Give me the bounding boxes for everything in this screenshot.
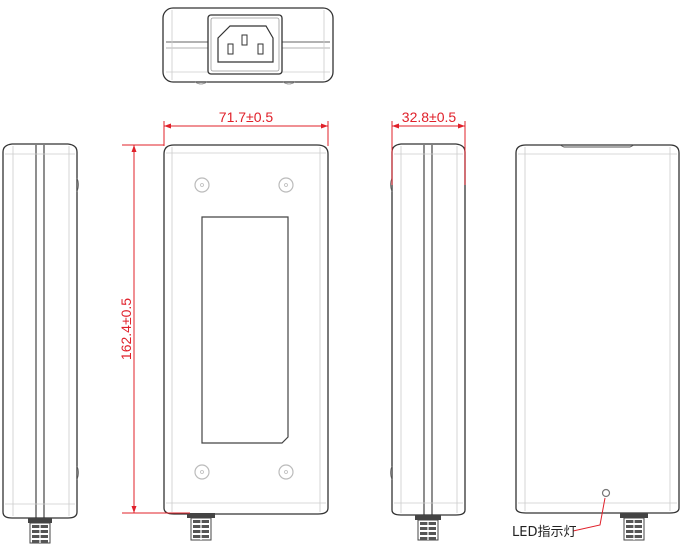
depth-dimension: 32.8±0.5 bbox=[391, 109, 466, 185]
front-view bbox=[163, 144, 329, 541]
height-dimension-label: 162.4±0.5 bbox=[118, 298, 134, 360]
width-dimension: 71.7±0.5 bbox=[163, 109, 329, 146]
width-dimension-label: 71.7±0.5 bbox=[219, 109, 274, 125]
led-leader-line bbox=[572, 497, 606, 532]
left-side-view bbox=[2, 143, 79, 544]
led-label: LED指示灯 bbox=[512, 525, 576, 540]
dc-connector-icon bbox=[187, 513, 215, 541]
label-recess bbox=[201, 216, 289, 444]
dc-connector-icon bbox=[620, 513, 648, 541]
height-dimension: 162.4±0.5 bbox=[118, 144, 190, 514]
depth-dimension-label: 32.8±0.5 bbox=[402, 109, 457, 125]
screw-boss-icon bbox=[194, 177, 294, 480]
rear-view: LED指示灯 bbox=[512, 144, 680, 541]
ac-inlet-icon bbox=[207, 14, 283, 75]
right-side-view bbox=[390, 143, 466, 541]
top-view bbox=[162, 7, 334, 85]
led-indicator-icon bbox=[601, 488, 611, 498]
dc-connector-icon bbox=[415, 515, 441, 541]
dc-connector-icon bbox=[28, 518, 52, 544]
